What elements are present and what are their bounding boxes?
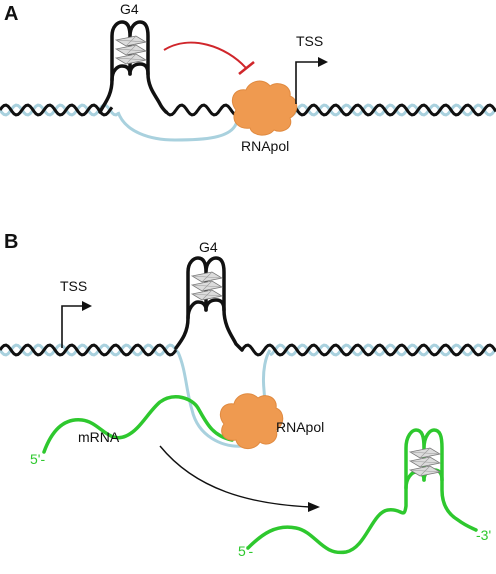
- g4-structure-a: [98, 20, 168, 114]
- mrna-label: mRNA: [78, 429, 120, 445]
- dna-helix-b: [0, 343, 496, 357]
- five-prime-label-right: 5'-: [238, 543, 253, 559]
- rnapol-label-a: RNApol: [241, 138, 289, 154]
- mrna-strand-released: [246, 428, 478, 555]
- tss-arrow-a: [295, 57, 328, 104]
- panel-a: A G4 RNApol TSS: [0, 1, 496, 154]
- rnapol-label-b: RNApol: [276, 419, 324, 435]
- tss-label-a: TSS: [296, 33, 323, 49]
- g4-structure-b: [174, 256, 244, 352]
- inhibition-arrow: [163, 41, 255, 76]
- transition-arrow: [159, 445, 320, 512]
- five-prime-label-left: 5'-: [30, 451, 45, 467]
- rna-polymerase-a: [231, 80, 298, 136]
- rna-polymerase-b: [219, 393, 284, 449]
- unwound-strand-a: [116, 108, 242, 142]
- three-prime-label: -3': [476, 527, 491, 543]
- tss-arrow-b: [61, 301, 92, 348]
- panel-a-letter: A: [4, 3, 18, 25]
- g4-structure-rna: [409, 447, 441, 477]
- tss-label-b: TSS: [60, 278, 87, 294]
- panel-b: B TSS G4 RNApol mRNA 5'-: [0, 231, 496, 559]
- mrna-strand-left: [42, 395, 234, 454]
- panel-b-letter: B: [4, 231, 18, 253]
- g4-label-a: G4: [120, 1, 139, 17]
- g4-label-b: G4: [199, 239, 218, 255]
